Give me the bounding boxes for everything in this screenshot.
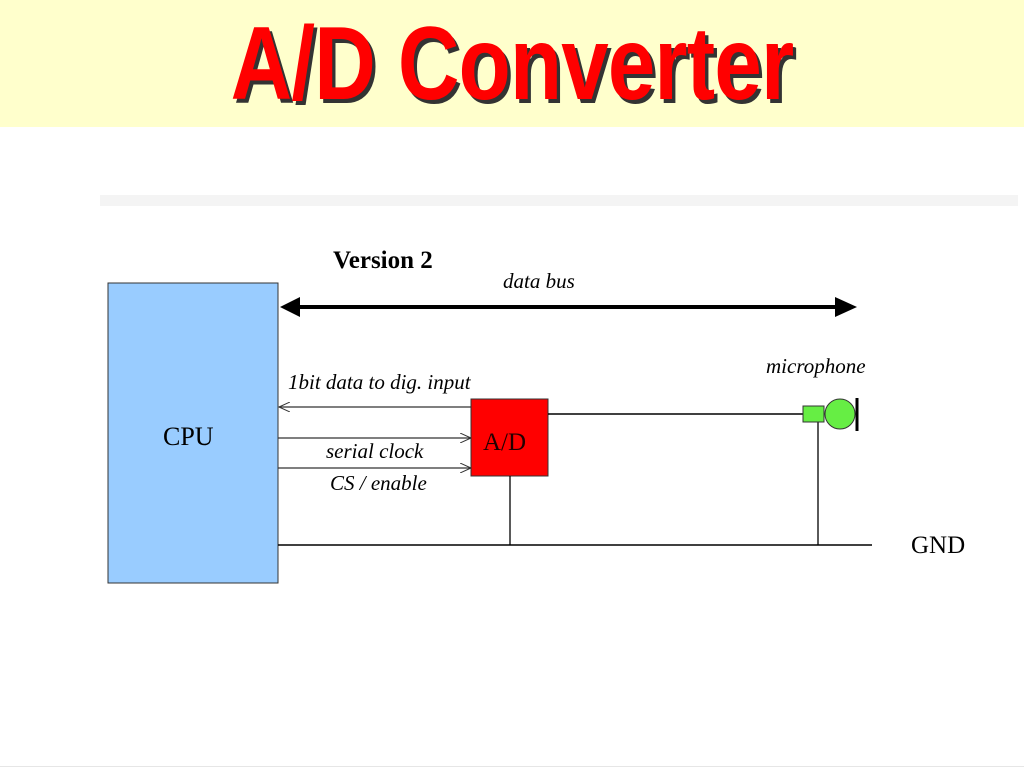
data-bus-arrowhead-right [835,297,857,317]
bottom-divider [0,766,1024,767]
cpu-label: CPU [163,422,214,451]
slide-title: A/D Converter [230,6,795,122]
microphone-icon [802,398,859,431]
ground-label: GND [911,532,965,559]
version-label: Version 2 [333,247,433,274]
adc-label: A/D [483,429,526,456]
divider-strip [100,195,1018,206]
data-bus-label: data bus [503,269,575,293]
title-band [0,0,1024,127]
microphone-label: microphone [766,354,866,378]
adc-block [470,398,549,477]
serial-clock-label: serial clock [326,439,424,463]
chip-select-label: CS / enable [330,471,427,495]
data-out-label: 1bit data to dig. input [288,370,472,394]
data-bus-arrowhead-left [280,297,300,317]
cpu-block [107,282,279,584]
